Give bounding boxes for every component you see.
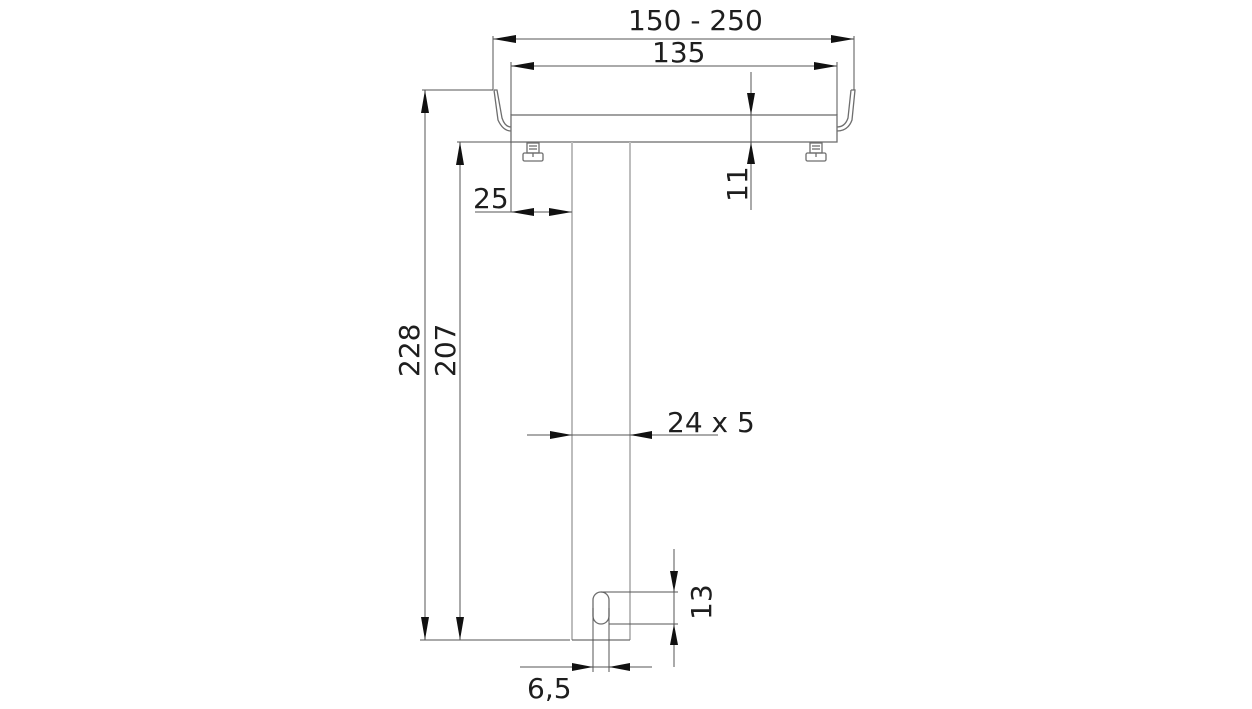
left-screw: [522, 142, 544, 162]
vertical-post: [571, 142, 631, 641]
dimension-slot-width: [520, 608, 652, 672]
label-crossbar-width: 135: [652, 36, 705, 69]
crossbar: [510, 114, 838, 143]
label-clamp-range: 150 - 250: [628, 4, 763, 37]
dimension-clamp-range: [492, 35, 855, 90]
label-post-section: 24 x 5: [667, 406, 755, 439]
dimension-crossbar-width: [510, 62, 838, 115]
label-offset: 25: [473, 182, 509, 215]
dimension-slot-length: [601, 549, 678, 667]
dimension-post-section: [527, 431, 718, 439]
label-crossbar-height: 11: [721, 166, 754, 202]
label-post-height: 207: [429, 324, 462, 377]
label-slot-width: 6,5: [527, 672, 572, 705]
dimension-total-height: [421, 89, 490, 640]
label-total-height: 228: [393, 324, 426, 377]
right-screw: [805, 142, 827, 162]
dimension-offset: [475, 142, 572, 216]
left-hook-clamp: [490, 89, 512, 132]
dimension-post-height: [420, 141, 570, 641]
dimension-crossbar-height: [747, 72, 755, 210]
label-slot-length: 13: [685, 584, 718, 620]
right-hook-clamp: [836, 89, 856, 132]
post-slot: [592, 591, 610, 625]
